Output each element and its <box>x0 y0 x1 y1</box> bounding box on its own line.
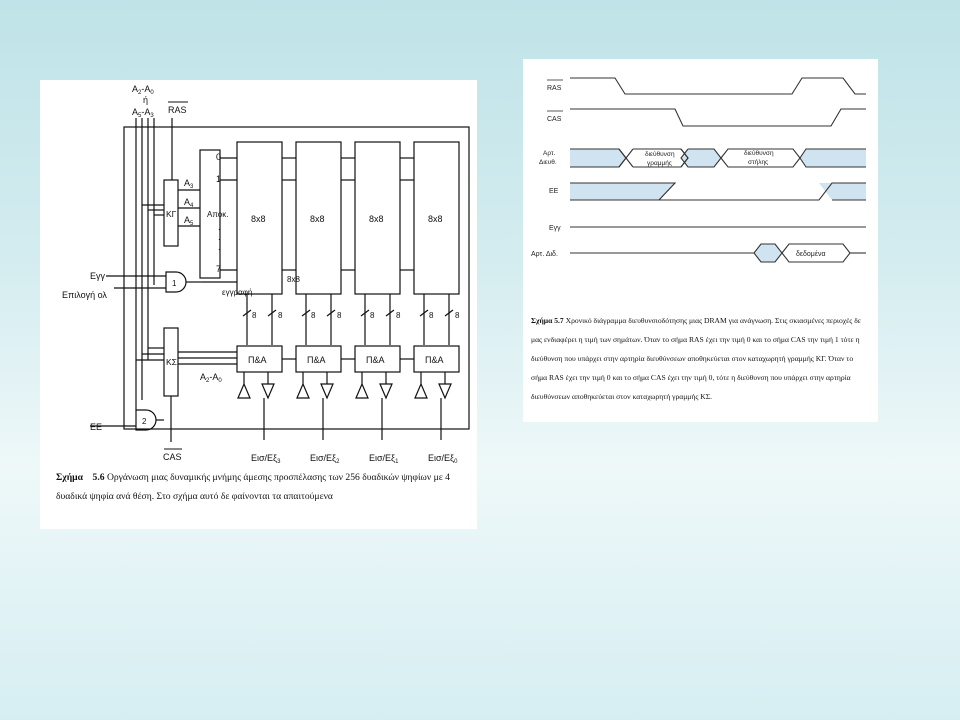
row-0-label: 0 <box>216 152 221 162</box>
bus-width-label: 8 <box>370 311 375 320</box>
write-label: εγγραφή <box>222 288 252 297</box>
bus-width-label: 8 <box>429 311 434 320</box>
bus-width-label: 8 <box>278 311 283 320</box>
cas-signal-label: CAS <box>547 116 562 123</box>
memory-organization-figure: A2-A0 ή A5-A3 RAS ΚΓ A3 A4 A5 0 1 Αποκ. … <box>40 80 477 529</box>
data-label: δεδομένα <box>796 250 826 258</box>
address-label-a5a3: A5-A3 <box>132 107 154 119</box>
decoder-label: Αποκ. <box>207 210 228 219</box>
sense-amp-label: Π&A <box>425 355 444 365</box>
io-label: Εισ/Εξ3 <box>251 453 281 465</box>
io-label: Εισ/Εξ1 <box>369 453 399 465</box>
write-signal-label: Εγγ <box>549 225 561 232</box>
timing-diagram: RAS CAS Αρτ. Διευθ. διεύθυνση γραμμής δι… <box>531 77 866 263</box>
address-or-label: ή <box>143 95 148 105</box>
caption-text: Οργάνωση μιας δυναμικής μνήμης άμεσης πρ… <box>56 472 450 502</box>
row-register-label: ΚΓ <box>166 209 177 219</box>
ee-signal-label: ΕΕ <box>549 188 559 195</box>
caption-text: Χρονικό διάγραμμα διευθυνσιοδότησης μιας… <box>531 316 861 401</box>
figure-label: Σχήμα <box>56 472 83 483</box>
ras-signal-label: RAS <box>547 85 562 92</box>
a5-label: A5 <box>184 215 194 227</box>
column-address-label-2: στήλης <box>748 159 768 166</box>
bus-width-label: 8 <box>396 311 401 320</box>
a3-label: A3 <box>184 178 194 190</box>
figure-5-6-caption: Σχήμα 5.6 Οργάνωση μιας δυναμικής μνήμης… <box>56 468 468 506</box>
cas-label: CAS <box>163 452 182 462</box>
array-label: 8x8 <box>310 214 325 224</box>
column-address-label: διεύθυνση <box>744 149 774 157</box>
figure-5-7-caption: Σχήμα 5.7 Χρονικό διάγραμμα διευθυνσιοδό… <box>531 311 871 406</box>
decoder-dots-3: . <box>218 242 221 252</box>
figure-number: 5.7 <box>554 316 564 325</box>
bus-width-label: 8 <box>455 311 460 320</box>
ee-label: ΕΕ <box>90 422 102 432</box>
figure-number: 5.6 <box>92 472 105 483</box>
array-label: 8x8 <box>428 214 443 224</box>
sense-amp-label: Π&A <box>366 355 385 365</box>
decoder-dots-2: . <box>218 232 221 242</box>
address-bus-label-2: Διευθ. <box>539 159 557 166</box>
row-address-label: διεύθυνση <box>645 150 675 158</box>
a2a0-label: A2-A0 <box>200 372 222 384</box>
bus-width-label: 8 <box>337 311 342 320</box>
address-label-a2a0: A2-A0 <box>132 84 154 96</box>
address-bus-label: Αρτ. <box>543 150 556 157</box>
timing-diagram-figure: RAS CAS Αρτ. Διευθ. διεύθυνση γραμμής δι… <box>523 59 878 422</box>
row-address-label-2: γραμμής <box>647 160 672 167</box>
chip-select-label: Επιλογή ολ <box>62 290 107 300</box>
row-7-label: 7 <box>216 264 221 274</box>
sense-amp-label: Π&A <box>248 355 267 365</box>
gate-2-label: 2 <box>142 417 147 426</box>
ras-label: RAS <box>168 105 187 115</box>
bus-width-label: 8 <box>311 311 316 320</box>
io-label: Εισ/Εξ2 <box>310 453 340 465</box>
array-label: 8x8 <box>251 214 266 224</box>
bus-width-label: 8 <box>252 311 257 320</box>
array-small-label: 8x8 <box>287 275 300 284</box>
memory-organization-diagram: A2-A0 ή A5-A3 RAS ΚΓ A3 A4 A5 0 1 Αποκ. … <box>62 84 470 465</box>
data-bus-label: Αρτ. Διδ. <box>531 251 558 258</box>
write-enable-label: Εγγ <box>90 271 106 281</box>
a4-label: A4 <box>184 197 194 209</box>
decoder-dots: . <box>218 222 221 232</box>
io-label: Εισ/Εξ0 <box>428 453 458 465</box>
column-register-label: ΚΣ <box>166 357 177 367</box>
sense-amp-label: Π&A <box>307 355 326 365</box>
row-1-label: 1 <box>216 174 221 184</box>
figure-label: Σχήμα <box>531 316 553 325</box>
array-label: 8x8 <box>369 214 384 224</box>
gate-1-label: 1 <box>172 279 177 288</box>
